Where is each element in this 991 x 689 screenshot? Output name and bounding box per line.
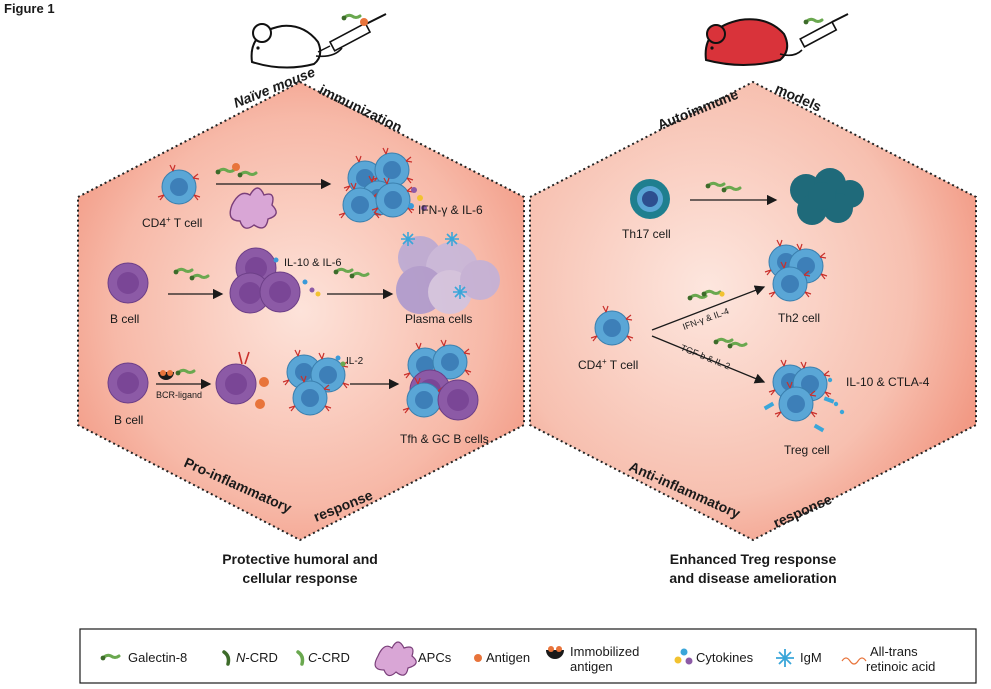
legend: Galectin-8 N-CRD C-CRD APCs Antigen Immo…	[79, 628, 977, 684]
syringe-icon	[799, 13, 849, 48]
igm-icons	[401, 232, 467, 299]
ifn-il6-label: IFN-γ & IL-6	[418, 203, 483, 217]
galectin-icon	[802, 17, 824, 26]
legend-ccrd: C-CRD	[308, 650, 350, 665]
cytokine-dots	[408, 187, 427, 211]
legend-ncrd: N-CRD	[236, 650, 278, 665]
il10-ctla4-label: IL-10 & CTLA-4	[846, 375, 930, 389]
tfh-gc-label: Tfh & GC B cells	[400, 432, 489, 446]
cytokines-legend-icon	[674, 648, 693, 665]
b-cell-label: B cell	[110, 312, 139, 326]
right-hexagon	[529, 80, 977, 542]
right-panel: Autoimmune models Th17 cell CD4+ T cell …	[529, 13, 977, 586]
il2-label: IL-2	[346, 356, 364, 367]
cd4-t-cell-label: CD4+ T cell	[142, 215, 202, 230]
naive-mouse-icon	[250, 23, 343, 69]
legend-cytokines: Cytokines	[696, 650, 754, 665]
plasma-cells-label: Plasma cells	[405, 312, 472, 326]
legend-antigen: Antigen	[486, 650, 530, 665]
atra-legend-icon	[841, 657, 867, 665]
syringe-icon	[317, 13, 387, 53]
ncrd-icon	[222, 650, 231, 666]
activated-b-cell	[215, 363, 257, 405]
right-outcome-line2: and disease amelioration	[669, 570, 836, 586]
legend-immobilized-1: Immobilized	[570, 644, 639, 659]
b-cell	[107, 362, 149, 404]
left-outcome-line1: Protective humoral and	[222, 551, 378, 567]
antigen-legend-icon	[474, 654, 482, 662]
th17-expanded-cluster	[790, 168, 864, 225]
legend-atra-2: retinoic acid	[866, 659, 935, 674]
b-cell-label-row3: B cell	[114, 413, 143, 427]
antigen-icon	[360, 18, 368, 26]
plasma-cells	[396, 236, 500, 314]
left-outcome-line2: cellular response	[242, 570, 357, 586]
legend-galectin8: Galectin-8	[128, 650, 187, 665]
receptor-icon	[238, 351, 250, 365]
th2-label: Th2 cell	[778, 311, 820, 325]
antigen-icon	[232, 163, 240, 171]
b-cell	[107, 262, 149, 304]
ctla4-icons	[763, 377, 845, 433]
th17-label: Th17 cell	[622, 227, 671, 241]
igm-legend-icon	[776, 649, 794, 667]
treg-label: Treg cell	[784, 443, 830, 457]
il10-il6-label: IL-10 & IL-6	[284, 257, 341, 269]
bcr-ligand-label: BCR-ligand	[156, 390, 202, 400]
galectin-icon	[340, 13, 362, 22]
legend-igm: IgM	[800, 650, 822, 665]
arrow-to-treg	[651, 335, 766, 384]
cytokine-dots	[335, 355, 346, 367]
arrow-to-th2	[651, 285, 766, 331]
cd4-t-cell-label-right: CD4+ T cell	[578, 357, 638, 372]
th17-cell	[630, 179, 670, 219]
legend-apcs: APCs	[418, 650, 452, 665]
apc-cell	[229, 187, 277, 229]
ccrd-icon	[296, 650, 305, 666]
legend-atra-1: All-trans	[870, 644, 918, 659]
legend-immobilized-2: antigen	[570, 659, 613, 674]
autoimmune-mouse-icon	[704, 18, 803, 66]
cytokine-dots	[273, 257, 321, 297]
right-outcome-line1: Enhanced Treg response	[670, 551, 837, 567]
figure-label: Figure 1	[4, 1, 55, 16]
apc-icon	[374, 641, 417, 677]
left-panel: Naïve mouse immunization CD4+ T cell IFN…	[77, 13, 525, 586]
immobilized-antigen-legend-icon	[546, 650, 564, 659]
